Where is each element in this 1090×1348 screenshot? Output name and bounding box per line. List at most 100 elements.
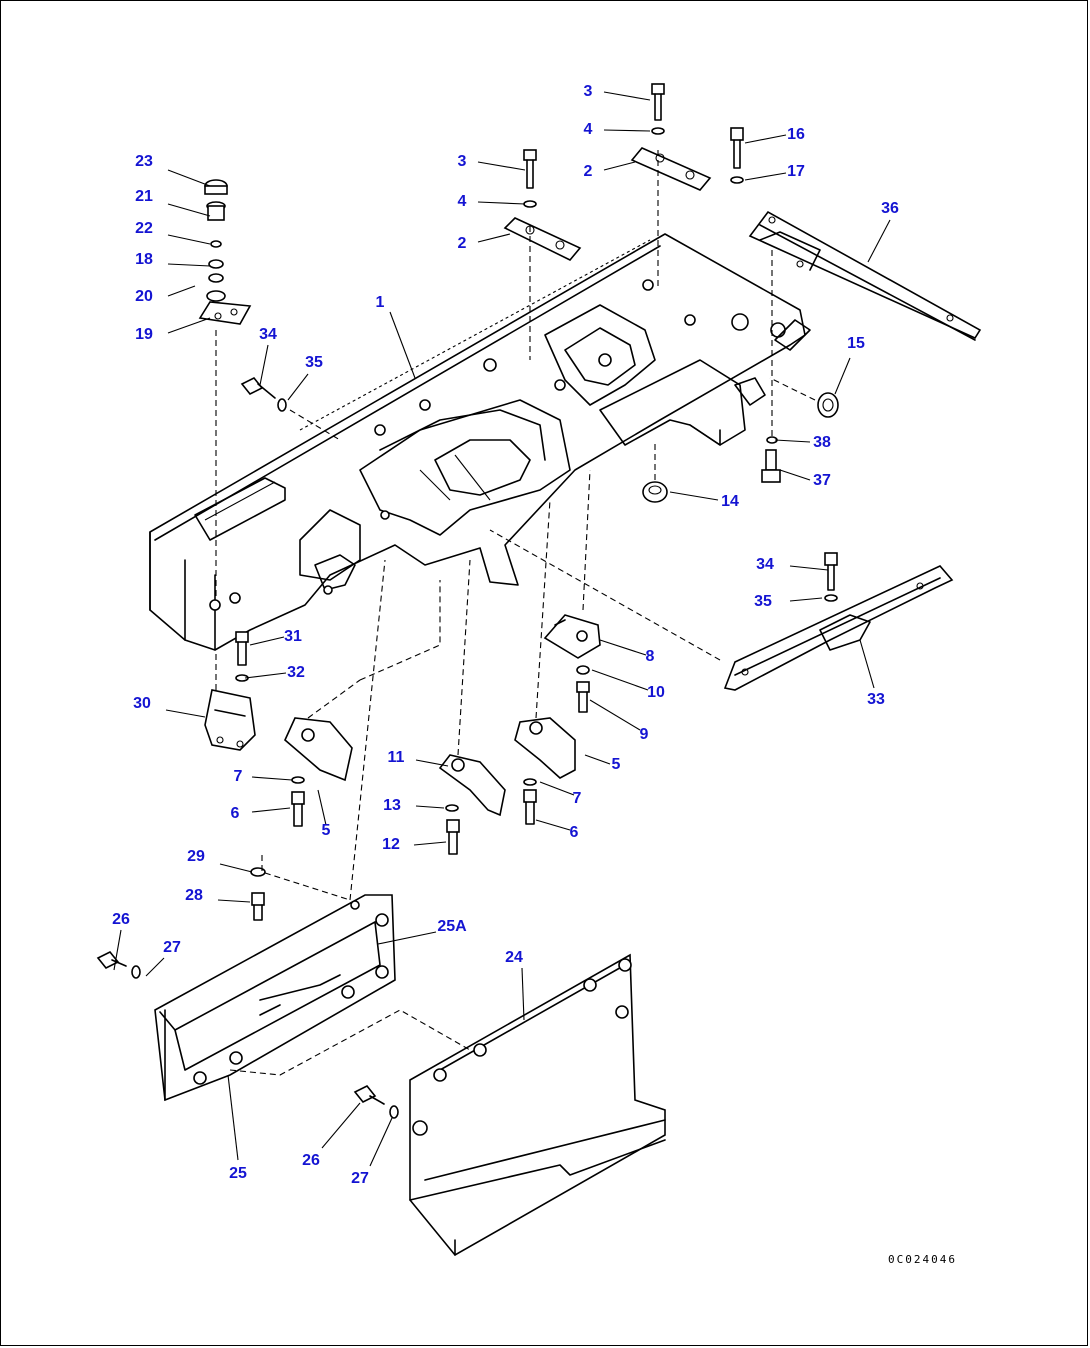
callout-leader-c38 (774, 439, 811, 443)
callout-leader-c6a (251, 807, 291, 813)
callout-leader-c35a (287, 373, 309, 401)
rail-36 (748, 210, 982, 341)
callout-leader-c17 (744, 172, 787, 181)
callout-label-c30: 30 (133, 695, 151, 712)
callout-label-c11: 11 (388, 749, 405, 766)
callout-leader-c37 (779, 469, 811, 481)
callout-label-c13: 13 (383, 797, 401, 814)
left-stack (198, 179, 252, 600)
callout-label-c6a: 6 (231, 805, 240, 822)
main-frame (149, 233, 811, 651)
bolt-16-17 (730, 127, 773, 440)
mount-5-right (514, 499, 576, 825)
callout-leader-c15 (834, 357, 851, 395)
callout-label-c25: 25 (229, 1165, 247, 1182)
callout-leader-c3a (603, 91, 651, 101)
callout-leader-c33 (859, 639, 875, 689)
callout-leader-c32 (244, 672, 287, 679)
bolt-34-35-right (824, 552, 838, 602)
callout-label-c4a: 4 (584, 121, 593, 138)
callout-leader-c21 (167, 203, 211, 217)
callout-label-c37: 37 (813, 472, 831, 489)
callout-leader-c11 (415, 759, 449, 767)
callout-leader-c24 (521, 967, 525, 1021)
callout-leader-c25A (377, 931, 437, 945)
mount-8 (543, 469, 601, 713)
bracket-30 (204, 631, 256, 751)
callout-label-c3a: 3 (584, 83, 593, 100)
callout-label-c4b: 4 (458, 193, 467, 210)
callout-label-c28: 28 (185, 887, 203, 904)
callout-leader-c19 (167, 317, 211, 334)
callout-label-c21: 21 (135, 188, 153, 205)
callout-label-c10: 10 (647, 684, 665, 701)
callout-label-c27b: 27 (351, 1170, 369, 1187)
mount-11 (438, 559, 506, 855)
nut-14 (642, 440, 668, 503)
callout-label-c14: 14 (721, 493, 739, 510)
cover-25 (154, 894, 396, 1102)
callout-leader-c2a (603, 161, 636, 171)
callout-leader-c20 (167, 285, 196, 297)
callout-leader-c22 (167, 234, 211, 245)
callout-leader-c35b (789, 597, 823, 602)
callout-label-c1: 1 (376, 294, 385, 311)
plate-2-lower (503, 149, 582, 360)
callout-label-c5a: 5 (612, 756, 621, 773)
callout-label-c26b: 26 (302, 1152, 320, 1169)
callout-label-c35b: 35 (754, 593, 772, 610)
callout-leader-c4a (603, 129, 651, 132)
callout-leader-c27b (369, 1117, 393, 1167)
callout-leader-c34b (789, 565, 829, 571)
nut-15 (769, 377, 839, 418)
bolt-34-35-left (240, 376, 341, 441)
callout-leader-c6b (535, 819, 571, 831)
callout-label-c7b: 7 (573, 790, 582, 807)
callout-label-c6b: 6 (570, 824, 579, 841)
callout-label-c9: 9 (640, 726, 649, 743)
callout-label-c3b: 3 (458, 153, 467, 170)
callout-label-c29: 29 (187, 848, 205, 865)
rail-33 (489, 529, 954, 691)
callout-label-c20: 20 (135, 288, 153, 305)
callout-label-c17: 17 (787, 163, 805, 180)
callout-leader-c13 (415, 805, 445, 809)
cover-24 (229, 953, 666, 1257)
callout-leader-c5b (317, 789, 327, 826)
callout-leader-c26b (321, 1102, 361, 1149)
callout-leader-c1 (389, 311, 416, 379)
callout-label-c19: 19 (135, 326, 153, 343)
callout-leader-c7b (539, 781, 575, 796)
callout-leader-c26a (113, 929, 122, 971)
callout-label-c24: 24 (505, 949, 523, 966)
callout-leader-c5a (584, 754, 611, 765)
callout-leader-c8 (599, 639, 647, 656)
callout-label-c15: 15 (847, 335, 865, 352)
callout-leader-c2b (477, 233, 511, 243)
callout-label-c7a: 7 (234, 768, 243, 785)
callout-label-c38: 38 (813, 434, 831, 451)
callout-label-c25A: 25A (437, 918, 467, 935)
callout-label-c22: 22 (135, 220, 153, 237)
callout-label-c23: 23 (135, 153, 153, 170)
callout-leader-c27a (145, 957, 165, 977)
callout-label-c31: 31 (284, 628, 302, 645)
callout-label-c2b: 2 (458, 235, 467, 252)
callout-label-c8: 8 (646, 648, 655, 665)
bolt-37-38 (761, 436, 781, 483)
callout-leader-c25 (227, 1074, 239, 1161)
callout-label-c35a: 35 (305, 354, 323, 371)
callout-leader-c36 (867, 219, 891, 263)
callout-label-c34a: 34 (259, 326, 277, 343)
callout-label-c26a: 26 (112, 911, 130, 928)
callout-leader-c23 (167, 169, 211, 187)
callout-label-c18: 18 (135, 251, 153, 268)
callout-label-c32: 32 (287, 664, 305, 681)
drawing-code: 0C024046 (888, 1253, 957, 1266)
callout-label-c2a: 2 (584, 163, 593, 180)
mount-5-left (284, 580, 441, 827)
callout-leader-c12 (413, 841, 447, 846)
callout-leader-c10 (591, 669, 649, 691)
